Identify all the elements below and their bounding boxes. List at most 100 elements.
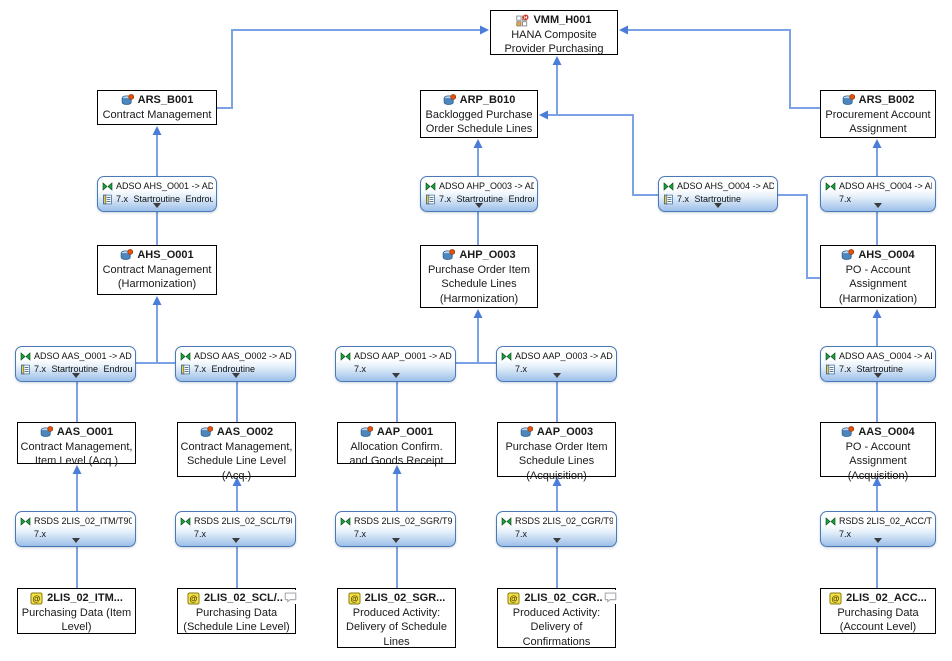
- transformation-title: ADSO AAS_O004 -> ADSO AH...: [839, 351, 932, 361]
- transformation-icon: [180, 516, 191, 527]
- transformation-ahs-o004-to-ars-b002[interactable]: ADSO AHS_O004 -> ADSO AR... 7.x: [820, 176, 936, 212]
- transformation-subtitle: 7.x Startroutine: [677, 194, 742, 204]
- transformation-title: ADSO AAP_O001 -> ADSO AH...: [354, 351, 452, 361]
- routine-icon: [425, 194, 436, 205]
- node-datasource-2lis-02-sgr[interactable]: 2LIS_02_SGR... Produced Activity: Delive…: [337, 588, 456, 648]
- transformation-title: ADSO AHS_O004 -> ADSO AR...: [677, 181, 774, 191]
- transformation-rsds-sgr-to-aap-o001[interactable]: RSDS 2LIS_02_SGR/T90CLNT0... 7.x: [335, 511, 456, 547]
- routine-icon: [180, 364, 191, 375]
- node-ars-b002[interactable]: ARS_B002 Procurement Account Assignment: [820, 90, 936, 138]
- transformation-subtitle: 7.x Startroutine Endroutine: [34, 364, 132, 374]
- transformation-aap-o003-to-ahp-o003[interactable]: ADSO AAP_O003 -> ADSO AH... 7.x: [496, 346, 617, 382]
- transformation-title: RSDS 2LIS_02_ACC/T90CLNT0...: [839, 516, 932, 526]
- adso-icon: [40, 426, 53, 439]
- node-aap-o003[interactable]: AAP_O003 Purchase Order Item Schedule Li…: [497, 422, 616, 482]
- node-desc: Purchase Order Item Schedule Lines (Acqu…: [505, 440, 608, 482]
- node-ars-b001[interactable]: ARS_B001 Contract Management: [97, 90, 217, 125]
- transformation-title: ADSO AAS_O001 -> ADSO AH...: [34, 351, 132, 361]
- transformation-icon: [825, 181, 836, 192]
- comment-icon[interactable]: [283, 590, 298, 604]
- node-code: 2LIS_02_CGR...: [524, 592, 606, 604]
- transformation-icon: [20, 351, 31, 362]
- transformation-title: RSDS 2LIS_02_ITM/T90CLNT0...: [34, 516, 132, 526]
- node-ahs-o001[interactable]: AHS_O001 Contract Management (Harmonizat…: [97, 245, 217, 295]
- node-code: AAS_O002: [216, 426, 274, 438]
- transformation-subtitle: 7.x Startroutine Endroutine: [439, 194, 534, 204]
- adso-icon: [842, 94, 855, 107]
- transformation-icon: [663, 181, 674, 192]
- node-desc: Purchase Order Item Schedule Lines (Harm…: [427, 263, 531, 305]
- node-datasource-2lis-02-cgr[interactable]: 2LIS_02_CGR... Produced Activity: Delive…: [497, 588, 618, 648]
- node-desc: Backlogged Purchase Order Schedule Lines: [425, 108, 533, 136]
- routine-icon: [825, 364, 836, 375]
- transformation-icon: [340, 516, 351, 527]
- transformation-title: ADSO AHS_O004 -> ADSO AR...: [839, 181, 932, 191]
- node-aas-o004[interactable]: AAS_O004 PO - Account Assignment (Acquis…: [820, 422, 936, 482]
- adso-icon: [443, 94, 456, 107]
- transformation-aas-o004-to-ahs-o004[interactable]: ADSO AAS_O004 -> ADSO AH... 7.x Startrou…: [820, 346, 936, 382]
- node-code: ARS_B002: [858, 94, 915, 106]
- comment-icon[interactable]: [603, 590, 618, 604]
- node-code: AAS_O001: [56, 426, 114, 438]
- transformation-rsds-scl-to-aas-o002[interactable]: RSDS 2LIS_02_SCL/T90CLNT0... 7.x: [175, 511, 296, 547]
- node-ahs-o004[interactable]: AHS_O004 PO - Account Assignment (Harmon…: [820, 245, 936, 308]
- node-aap-o001[interactable]: AAP_O001 Allocation Confirm. and Goods R…: [337, 422, 456, 467]
- node-desc: Contract Management, Item Level (Acq.): [20, 440, 133, 468]
- node-code: ARP_B010: [459, 94, 516, 106]
- datasource-icon: [187, 592, 200, 605]
- node-code: VMM_H001: [533, 14, 592, 26]
- node-datasource-2lis-02-itm[interactable]: 2LIS_02_ITM... Purchasing Data (Item Lev…: [17, 588, 136, 634]
- node-desc: PO - Account Assignment (Acquisition): [845, 440, 911, 482]
- adso-icon: [442, 249, 455, 262]
- transformation-title: RSDS 2LIS_02_CGR/T90CLNT0...: [515, 516, 613, 526]
- transformation-icon: [102, 181, 113, 192]
- transformation-subtitle: 7.x: [839, 529, 852, 539]
- datasource-icon: [30, 592, 43, 605]
- transformation-icon: [825, 516, 836, 527]
- node-desc: Procurement Account Assignment: [825, 108, 931, 136]
- transformation-rsds-acc-to-aas-o004[interactable]: RSDS 2LIS_02_ACC/T90CLNT0... 7.x: [820, 511, 936, 547]
- transformation-aas-o002-to-ahs-o001[interactable]: ADSO AAS_O002 -> ADSO AH... 7.x Endrouti…: [175, 346, 296, 382]
- transformation-ahs-o004-to-arp-b010[interactable]: ADSO AHS_O004 -> ADSO AR... 7.x Startrou…: [658, 176, 778, 212]
- transformation-ahs-o001-to-ars-b001[interactable]: ADSO AHS_O001 -> ADSO AR... 7.x Startrou…: [97, 176, 217, 212]
- transformation-rsds-cgr-to-aap-o003[interactable]: RSDS 2LIS_02_CGR/T90CLNT0... 7.x: [496, 511, 617, 547]
- datasource-icon: [829, 592, 842, 605]
- transformation-subtitle: 7.x: [515, 529, 528, 539]
- transformation-aap-o001-to-ahp-o003[interactable]: ADSO AAP_O001 -> ADSO AH... 7.x: [335, 346, 456, 382]
- node-aas-o002[interactable]: AAS_O002 Contract Management, Schedule L…: [177, 422, 296, 482]
- node-desc: Contract Management (Harmonization): [102, 263, 212, 291]
- node-arp-b010[interactable]: ARP_B010 Backlogged Purchase Order Sched…: [420, 90, 538, 138]
- node-ahp-o003[interactable]: AHP_O003 Purchase Order Item Schedule Li…: [420, 245, 538, 308]
- node-aas-o001[interactable]: AAS_O001 Contract Management, Item Level…: [17, 422, 136, 467]
- transformation-aas-o001-to-ahs-o001[interactable]: ADSO AAS_O001 -> ADSO AH... 7.x Startrou…: [15, 346, 136, 382]
- transformation-icon: [501, 351, 512, 362]
- transformation-title: ADSO AAS_O002 -> ADSO AH...: [194, 351, 292, 361]
- node-datasource-2lis-02-scl[interactable]: 2LIS_02_SCL/... Purchasing Data (Schedul…: [177, 588, 298, 634]
- transformation-icon: [180, 351, 191, 362]
- transformation-icon: [425, 181, 436, 192]
- transformation-icon: [20, 516, 31, 527]
- transformation-subtitle: 7.x: [839, 194, 852, 204]
- node-datasource-2lis-02-acc[interactable]: 2LIS_02_ACC... Purchasing Data (Account …: [820, 588, 936, 634]
- node-code: ARS_B001: [137, 94, 194, 106]
- transformation-title: ADSO AHS_O001 -> ADSO AR...: [116, 181, 213, 191]
- transformation-rsds-itm-to-aas-o001[interactable]: RSDS 2LIS_02_ITM/T90CLNT0... 7.x: [15, 511, 136, 547]
- node-code: AHS_O001: [137, 249, 194, 261]
- node-desc: Purchasing Data (Account Level): [837, 606, 919, 634]
- transformation-icon: [340, 351, 351, 362]
- node-desc: Produced Activity: Delivery of Confirmat…: [512, 606, 601, 648]
- node-desc: Purchasing Data (Schedule Line Level): [183, 606, 290, 634]
- node-code: 2LIS_02_ACC...: [846, 592, 927, 604]
- routine-icon: [20, 364, 31, 375]
- transformation-subtitle: 7.x Endroutine: [194, 364, 256, 374]
- node-code: AAS_O004: [858, 426, 915, 438]
- adso-icon: [841, 426, 854, 439]
- datasource-icon: [507, 592, 520, 605]
- transformation-subtitle: 7.x Startroutine: [839, 364, 904, 374]
- node-vmm-h001[interactable]: VMM_H001 HANA Composite Provider Purchas…: [490, 10, 618, 55]
- node-code: 2LIS_02_SGR...: [364, 592, 446, 604]
- node-desc: Allocation Confirm. and Goods Receipt: [349, 440, 444, 468]
- routine-icon: [663, 194, 674, 205]
- transformation-ahp-o003-to-arp-b010[interactable]: ADSO AHP_O003 -> ADSO AR... 7.x Startrou…: [420, 176, 538, 212]
- transformation-subtitle: 7.x: [515, 364, 528, 374]
